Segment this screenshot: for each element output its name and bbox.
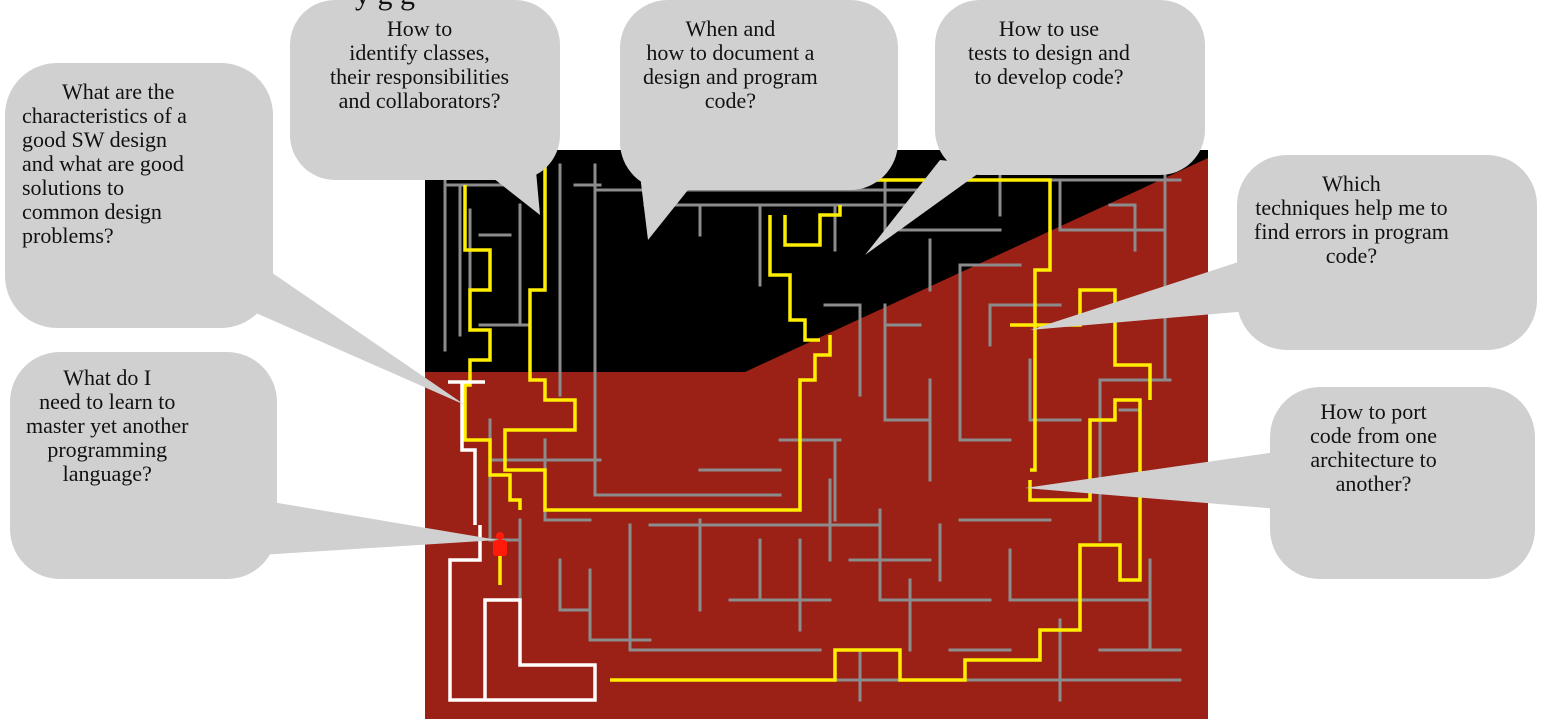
bubble-text-sw-design: What are the characteristics of a good S… [22, 80, 187, 248]
bubble-text-port-code: How to port code from one architecture t… [1310, 400, 1437, 496]
bubble-text-new-language: What do I need to learn to master yet an… [26, 366, 189, 486]
bubble-text-document-design: When and how to document a design and pr… [643, 17, 818, 113]
bubble-text-find-errors: Which techniques help me to find errors … [1254, 172, 1449, 268]
bubble-text-identify-classes: How to identify classes, their responsib… [330, 17, 509, 113]
bubble-text-tests: How to use tests to design and to develo… [968, 17, 1130, 89]
heading-fragment: y g g [355, 0, 415, 11]
